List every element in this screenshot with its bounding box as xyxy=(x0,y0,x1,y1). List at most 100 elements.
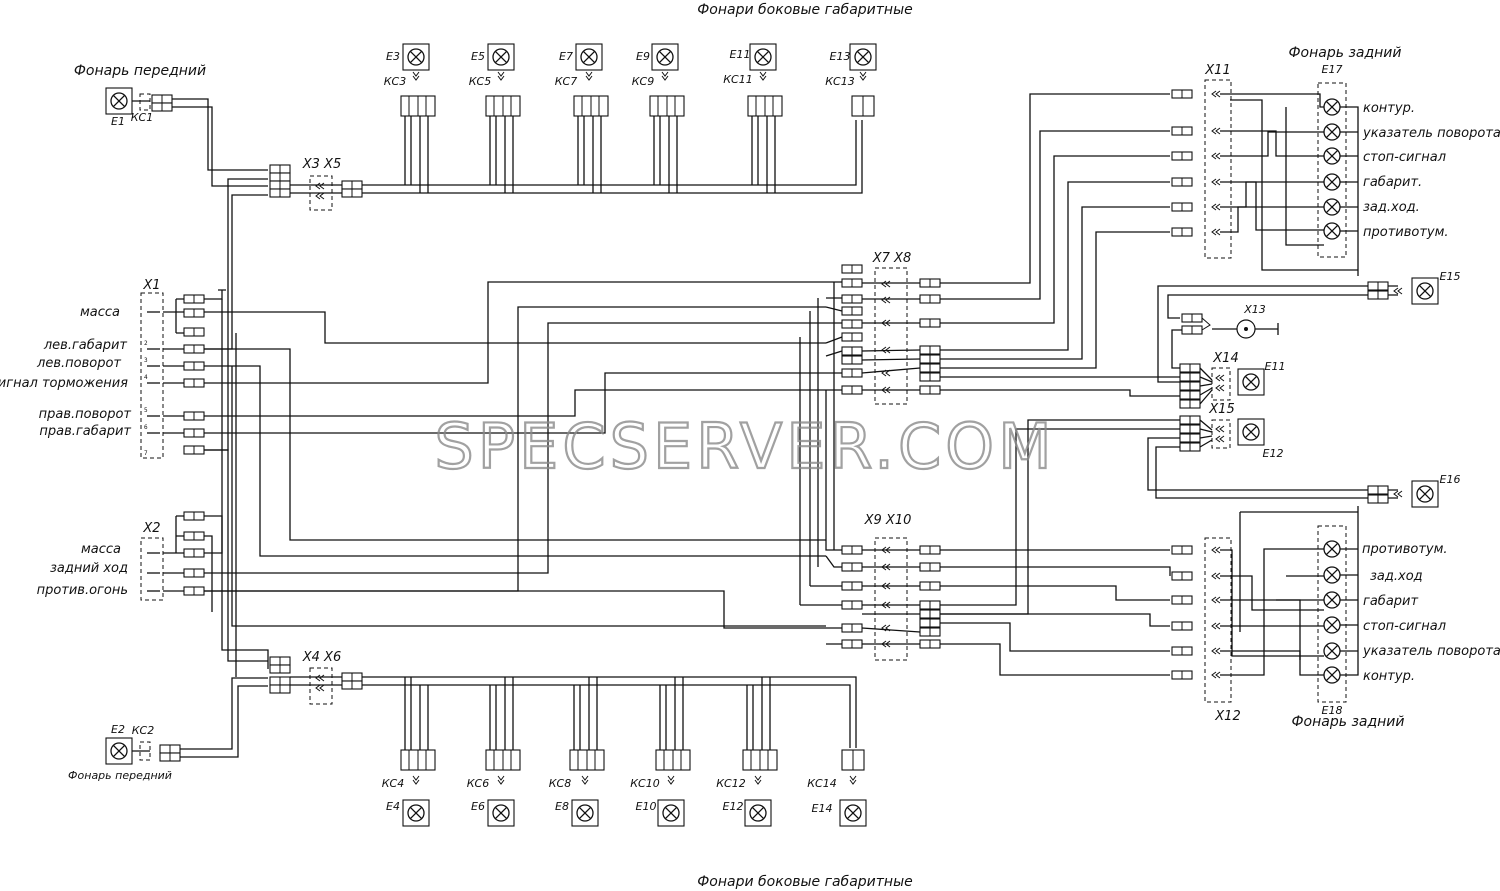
title-rear-lamp-bottom: Фонарь задний xyxy=(1292,714,1405,730)
side-lamp-e6: E6 КС6 xyxy=(467,749,521,827)
label-x14: X14 xyxy=(1212,351,1238,366)
connector-x14: X14 E11 xyxy=(1179,351,1286,409)
e18-func-gabarit: габарит xyxy=(1363,594,1418,609)
label-e10: E10 xyxy=(636,800,657,813)
label-e11-right: E11 xyxy=(1265,360,1286,373)
e18-func-protivotum: противотум. xyxy=(1362,542,1448,557)
front-lamp-e1: E1 КС1 xyxy=(105,87,173,128)
label-x15: X15 xyxy=(1208,402,1234,417)
label-e2: E2 xyxy=(111,723,125,736)
connector-x15: X15 E12 xyxy=(1179,402,1284,460)
x2-signal-protiv-ogon: против.огонь xyxy=(37,583,128,598)
label-e12-right: E12 xyxy=(1263,447,1284,460)
title-front-lamp-bottom: Фонарь передний xyxy=(68,769,172,782)
label-e17: E17 xyxy=(1322,63,1343,76)
label-kc1: КС1 xyxy=(131,111,154,124)
x2-signal-zadniy-hod: задний ход xyxy=(50,561,128,576)
label-x4-x6: X4 X6 xyxy=(302,650,342,665)
label-kc11: КС11 xyxy=(723,73,753,86)
label-kc14: КС14 xyxy=(807,777,837,790)
label-kc8: КС8 xyxy=(549,777,572,790)
label-e15: E15 xyxy=(1440,270,1461,283)
side-lamp-e11-top: E11 КС11 xyxy=(723,43,783,117)
label-e6: E6 xyxy=(471,800,485,813)
label-e18: E18 xyxy=(1322,704,1343,717)
label-x9-x10: X9 X10 xyxy=(864,513,912,528)
e18-func-kontur: контур. xyxy=(1363,669,1415,684)
label-e4: E4 xyxy=(386,800,400,813)
rear-lamp-e17: E17 xyxy=(1317,63,1347,258)
connector-x9-x10: X9 X10 xyxy=(841,513,941,661)
x1-signal-lev-gabarit: лев.габарит xyxy=(43,338,128,353)
label-kc7: КС7 xyxy=(555,75,578,88)
watermark: SPECSERVER.COM xyxy=(434,410,1055,483)
connector-x1: X1 234 567 xyxy=(140,278,205,459)
x1-signal-lev-povorot: лев.поворот xyxy=(36,356,121,371)
side-lamp-e3: E3 КС3 xyxy=(384,43,436,117)
svg-text:6: 6 xyxy=(144,424,148,431)
side-lamp-e9: E9 КС9 xyxy=(632,43,685,117)
side-lamp-e13: E13 КС13 xyxy=(825,43,877,117)
label-x13: X13 xyxy=(1243,303,1266,316)
label-kc4: КС4 xyxy=(382,777,405,790)
label-x1: X1 xyxy=(142,278,160,293)
label-e7: E7 xyxy=(559,50,573,63)
label-x7-x8: X7 X8 xyxy=(872,251,912,266)
e18-func-zad-hod: зад.ход xyxy=(1370,569,1423,584)
label-kc9: КС9 xyxy=(632,75,655,88)
label-kc2: КС2 xyxy=(132,724,155,737)
label-x11: X11 xyxy=(1204,63,1230,78)
side-lamp-e10: E10 КС10 xyxy=(630,749,691,827)
x2-signal-massa: масса xyxy=(81,542,121,557)
label-kc6: КС6 xyxy=(467,777,490,790)
svg-text:3: 3 xyxy=(144,357,148,364)
title-side-lights-bottom: Фонари боковые габаритные xyxy=(697,874,912,890)
e17-func-protivotum: противотум. xyxy=(1363,225,1449,240)
x1-signal-massa: масса xyxy=(80,305,120,320)
front-lamp-e2: E2 КС2 xyxy=(105,723,181,765)
label-kc13: КС13 xyxy=(825,75,855,88)
connector-x11: X11 xyxy=(1171,63,1232,259)
label-e3: E3 xyxy=(386,50,400,63)
lamp-e15: E15 xyxy=(1367,270,1461,305)
label-kc5: КС5 xyxy=(469,75,492,88)
connector-x2: X2 xyxy=(140,511,205,601)
connector-x13: X13 xyxy=(1181,303,1279,339)
label-e1: E1 xyxy=(111,115,125,128)
side-lamp-e12-bottom: E12 КС12 xyxy=(716,749,778,827)
label-x12: X12 xyxy=(1214,709,1240,724)
e17-func-povorot: указатель поворота xyxy=(1362,126,1500,141)
label-x3-x5: X3 X5 xyxy=(302,157,342,172)
e18-func-stop: стоп-сигнал xyxy=(1363,619,1446,634)
side-lamp-e5: E5 КС5 xyxy=(469,43,521,117)
svg-text:5: 5 xyxy=(144,407,148,414)
rear-lamp-e18: E18 xyxy=(1317,525,1347,717)
connector-x3-x5: X3 X5 xyxy=(269,157,363,211)
x1-signal-prav-gabarit: прав.габарит xyxy=(39,424,131,439)
e17-func-zad-hod: зад.ход. xyxy=(1363,200,1420,215)
e17-func-gabarit: габарит. xyxy=(1363,175,1422,190)
label-e11-top: E11 xyxy=(730,48,751,61)
label-e8: E8 xyxy=(555,800,569,813)
side-lamp-e14: E14 КС14 xyxy=(807,749,867,827)
side-lamp-e4: E4 КС4 xyxy=(382,749,436,827)
label-e13: E13 xyxy=(830,50,851,63)
e18-func-povorot: указатель поворота xyxy=(1362,644,1500,659)
e17-func-stop: стоп-сигнал xyxy=(1363,150,1446,165)
label-e16: E16 xyxy=(1440,473,1461,486)
side-lamp-e7: E7 КС7 xyxy=(555,43,609,117)
connector-x4-x6: X4 X6 xyxy=(269,650,363,705)
title-rear-lamp-top: Фонарь задний xyxy=(1289,45,1402,61)
label-e12-bottom: E12 xyxy=(723,800,744,813)
side-lamp-e8: E8 КС8 xyxy=(549,749,605,827)
label-x2: X2 xyxy=(142,521,160,536)
title-side-lights-top: Фонари боковые габаритные xyxy=(697,2,912,18)
x1-signal-prav-povorot: прав.поворот xyxy=(39,407,132,422)
label-kc10: КС10 xyxy=(630,777,660,790)
label-kc12: КС12 xyxy=(716,777,746,790)
svg-text:2: 2 xyxy=(144,340,148,347)
label-kc3: КС3 xyxy=(384,75,407,88)
label-e14: E14 xyxy=(812,802,833,815)
title-front-lamp-top: Фонарь передний xyxy=(74,63,206,79)
